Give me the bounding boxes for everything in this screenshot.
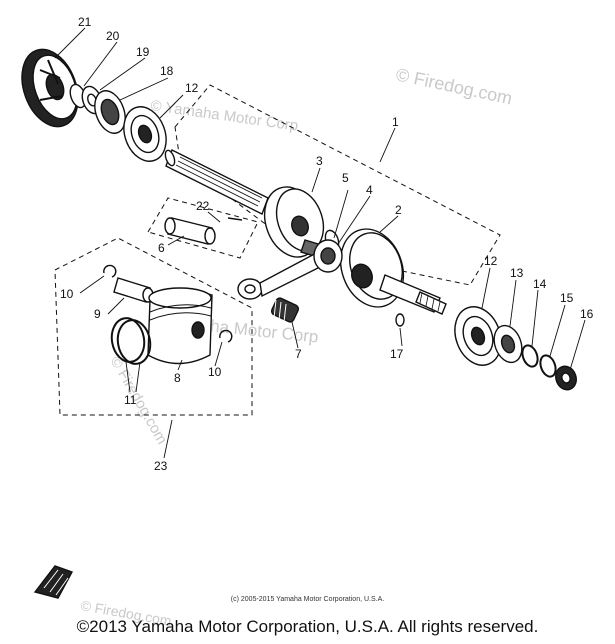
image-copyright-note: (c) 2005-2015 Yamaha Motor Corporation, … xyxy=(230,596,385,603)
callout-5: 5 xyxy=(342,171,349,185)
callout-13: 13 xyxy=(510,266,524,280)
callout-7: 7 xyxy=(295,347,302,361)
crank-shaft-left xyxy=(164,149,269,215)
bearing-left-part xyxy=(123,106,167,162)
callout-6: 6 xyxy=(158,241,165,255)
needle-bearing-part xyxy=(270,297,300,323)
key-part xyxy=(395,313,405,327)
group-outlines xyxy=(54,84,501,416)
piston-pin-part xyxy=(113,277,154,303)
callout-2: 2 xyxy=(395,203,402,217)
circlip-top-part xyxy=(103,264,117,278)
callout-10-top: 10 xyxy=(60,287,74,301)
callout-3: 3 xyxy=(316,154,323,168)
circlip-bottom-part xyxy=(219,329,233,343)
piston-part xyxy=(147,287,213,365)
oil-seal-right-part xyxy=(493,324,523,364)
crank-wheel-right-part xyxy=(339,228,405,308)
callout-14: 14 xyxy=(533,277,547,291)
leader-lines xyxy=(54,27,586,459)
callout-12-right: 12 xyxy=(484,254,498,268)
callout-18: 18 xyxy=(160,64,174,78)
callout-12-left: 12 xyxy=(185,81,199,95)
callout-1: 1 xyxy=(392,115,399,129)
parts xyxy=(21,48,577,599)
pin-22-part xyxy=(164,217,243,245)
callout-20: 20 xyxy=(106,29,120,43)
callout-19: 19 xyxy=(136,45,150,59)
callout-11: 11 xyxy=(124,393,137,407)
nut-part xyxy=(555,365,577,391)
callout-23: 23 xyxy=(154,459,168,473)
callout-9: 9 xyxy=(94,307,101,321)
watermark-firedog-top: © Firedog.com xyxy=(394,64,514,108)
callout-22: 22 xyxy=(196,199,210,213)
gear-plate-part xyxy=(21,48,79,128)
callout-labels: 1 2 3 4 5 6 7 8 9 10 10 11 12 12 13 14 1… xyxy=(60,15,594,473)
callout-4: 4 xyxy=(366,183,373,197)
watermark-firedog-left: © Firedog.com xyxy=(107,354,171,448)
piston-group-outline xyxy=(54,237,253,416)
piston-rings-part xyxy=(110,317,152,365)
callout-16: 16 xyxy=(580,307,594,321)
crank-shaft-right xyxy=(379,274,447,315)
connecting-rod-part xyxy=(237,239,343,300)
callout-21: 21 xyxy=(78,15,92,29)
washer-right-part xyxy=(521,344,539,368)
oil-seal-part xyxy=(94,90,126,134)
callout-15: 15 xyxy=(560,291,574,305)
bearing-right-part xyxy=(454,306,502,366)
callout-8: 8 xyxy=(174,371,181,385)
copyright-footer: ©2013 Yamaha Motor Corporation, U.S.A. A… xyxy=(76,617,539,636)
callout-10-bottom: 10 xyxy=(208,365,222,379)
lock-washer-part xyxy=(539,354,557,378)
front-indicator-icon xyxy=(33,565,74,599)
callout-17: 17 xyxy=(390,347,404,361)
crankshaft-group-outline xyxy=(174,84,501,286)
watermark-yamaha-top: © Yamaha Motor Corp xyxy=(149,97,299,135)
